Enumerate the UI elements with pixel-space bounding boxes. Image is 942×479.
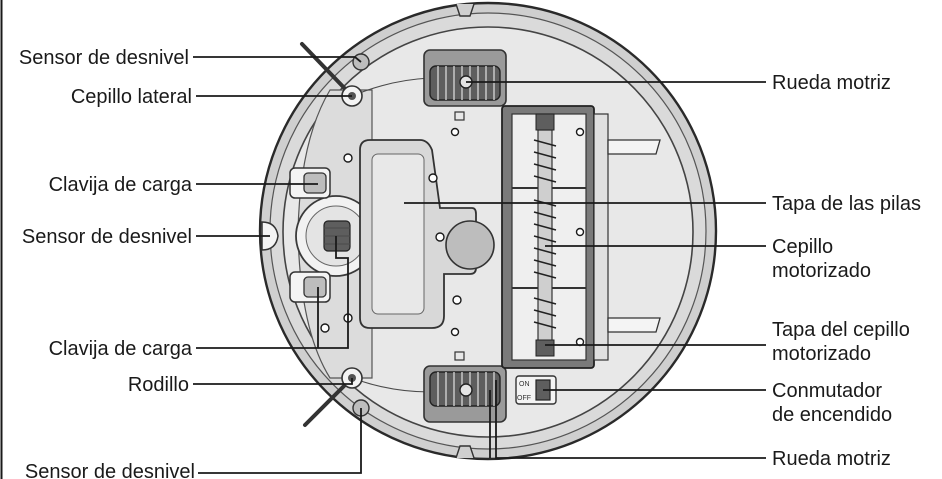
battery-cover-screw-1 (428, 173, 438, 183)
vent-square-top-1 (454, 111, 465, 121)
labels-right: Rueda motriz Tapa de las pilas Cepillo m… (772, 72, 921, 470)
brush-cover-screw-2 (575, 227, 585, 237)
label-brush-cover-line1: Tapa del cepillo (772, 319, 910, 341)
label-drive-wheel-top: Rueda motriz (772, 72, 891, 94)
label-drive-wheel-bottom: Rueda motriz (772, 448, 891, 470)
battery-cover-screw-2 (435, 232, 445, 242)
top-seam-notch (455, 3, 475, 17)
label-cliff-sensor-top: Sensor de desnivel (19, 47, 189, 69)
right-latch-bottom (607, 317, 661, 333)
side-brush-bottom-bristle (303, 376, 354, 427)
label-motor-brush-line2: motorizado (772, 260, 871, 282)
power-switch-on-mark: ON (519, 381, 530, 388)
leader-caster (196, 236, 349, 349)
leader-drive-wheel-bottom (495, 380, 766, 459)
motor-brush-shaft (537, 129, 553, 343)
motor-brush-grip-top (535, 113, 555, 131)
charging-pin-top-contact (303, 172, 327, 194)
screw-center-bottom (450, 327, 460, 337)
leader-cliff-sensor-bottom (198, 408, 362, 474)
leader-lines (193, 56, 766, 474)
screw-left-2 (320, 323, 330, 333)
screw-left-1 (343, 153, 353, 163)
robot-vacuum-underside: ON OFF (258, 1, 718, 461)
label-power-switch-line1: Conmutador (772, 380, 882, 402)
label-cliff-sensor-mid: Sensor de desnivel (22, 226, 192, 248)
label-charging-pin-bottom: Clavija de carga (49, 338, 193, 360)
leader-cliff-sensor-top (193, 56, 362, 63)
vent-square-bottom-1 (454, 351, 465, 361)
leader-roller (193, 378, 353, 385)
brush-cover-rail (593, 113, 609, 361)
label-cliff-sensor-bottom: Sensor de desnivel (25, 461, 195, 479)
label-charging-pin-top: Clavija de carga (49, 174, 193, 196)
labels-left: Sensor de desnivel Cepillo lateral Clavi… (19, 47, 195, 479)
battery-cover-recess (371, 153, 425, 315)
label-motor-brush-line1: Cepillo (772, 236, 833, 258)
motor-brush-grip-bottom (535, 339, 555, 357)
label-side-brush: Cepillo lateral (71, 86, 192, 108)
label-battery-cover: Tapa de las pilas (772, 193, 921, 215)
drive-wheel-bottom-axle (459, 383, 473, 397)
side-brush-top-bristle (300, 42, 354, 98)
screw-center-top (450, 127, 460, 137)
brush-cover-screw-1 (575, 127, 585, 137)
power-switch-off-mark: OFF (517, 395, 531, 402)
right-latch-top (607, 139, 661, 155)
label-brush-cover-line2: motorizado (772, 343, 871, 365)
label-power-switch-line2: de encendido (772, 404, 892, 426)
battery-cover-screw-3 (452, 295, 462, 305)
center-sensor-window (445, 220, 495, 270)
label-roller: Rodillo (128, 374, 189, 396)
bottom-seam-notch (455, 445, 475, 459)
charging-pin-bottom-contact (303, 276, 327, 298)
